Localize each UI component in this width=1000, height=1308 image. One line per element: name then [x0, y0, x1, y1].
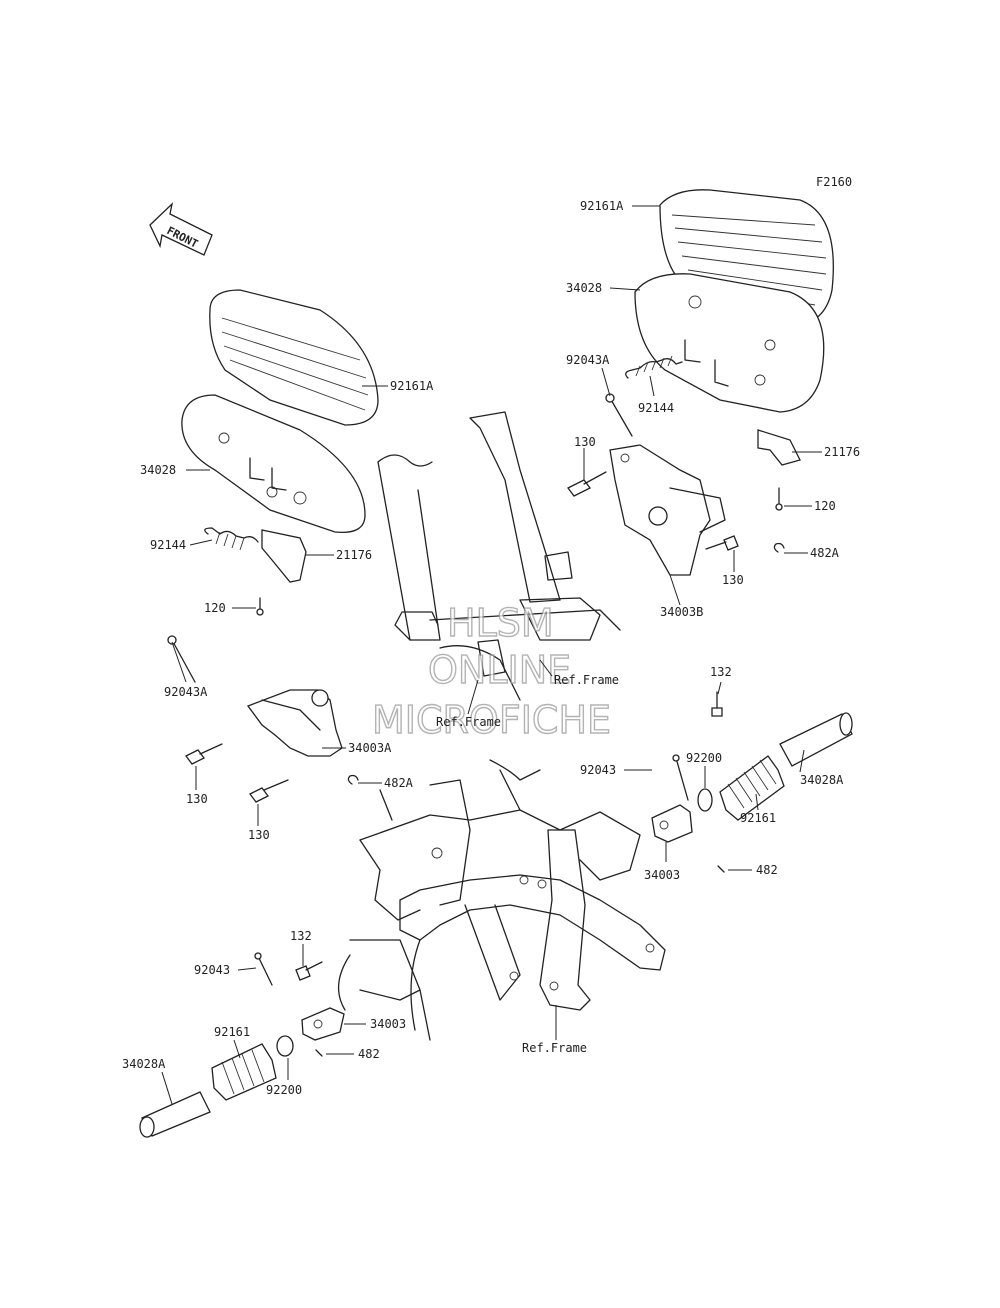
callout-92144-left: 92144 — [150, 538, 186, 552]
callout-92043-right: 92043 — [580, 763, 616, 777]
callout-34003A: 34003A — [348, 741, 392, 755]
right-spring-92144 — [625, 355, 683, 379]
left-floorboard-pad[interactable] — [209, 289, 379, 426]
callout-482-right: 482 — [756, 863, 778, 877]
left-floorboard[interactable] — [181, 394, 366, 534]
right-pin-92043 — [672, 754, 689, 801]
callout-21176-right: 21176 — [824, 445, 860, 459]
callout-130-right-upper: 130 — [574, 435, 596, 449]
left-footpeg-cover-34028A[interactable] — [139, 1091, 211, 1138]
callout-92043A-right: 92043A — [566, 353, 610, 367]
right-washer-92200 — [697, 788, 713, 812]
main-frame — [338, 759, 666, 1041]
right-floorboard[interactable] — [634, 273, 825, 413]
left-clip-482 — [315, 1049, 323, 1057]
right-footpeg-rubber-92161[interactable] — [719, 755, 785, 821]
left-footpeg-bracket-34003 — [301, 1007, 345, 1041]
right-bracket-21176 — [757, 429, 801, 466]
callout-482A-right: 482A — [810, 546, 840, 560]
left-bracket-21176 — [261, 529, 307, 583]
ref-frame-label-center: Ref.Frame — [436, 715, 501, 729]
callout-482-left: 482 — [358, 1047, 380, 1061]
callout-130-left-lower: 130 — [248, 828, 270, 842]
callout-34028-left: 34028 — [140, 463, 176, 477]
left-bolt-132 — [295, 961, 323, 981]
right-footpeg-bracket-34003 — [651, 804, 693, 843]
callout-130-right-lower: 130 — [722, 573, 744, 587]
left-pin-92043A — [167, 635, 196, 683]
callout-92043-left: 92043 — [194, 963, 230, 977]
callout-130-left-upper: 130 — [186, 792, 208, 806]
callout-34003-right: 34003 — [644, 868, 680, 882]
left-bolt-120 — [256, 597, 264, 616]
right-footpeg-cover-34028A[interactable] — [779, 712, 853, 767]
front-arrow-icon: FRONT — [149, 202, 213, 256]
callout-34028A-right: 34028A — [800, 773, 844, 787]
watermark-line-2: ONLINE — [428, 648, 571, 692]
watermark-line-1: HLSM — [447, 601, 554, 645]
right-bolt-120 — [775, 487, 783, 511]
callout-92161-right: 92161 — [740, 811, 776, 825]
figure-code: F2160 — [816, 175, 852, 189]
right-clip-482A — [773, 542, 785, 553]
callout-120-left: 120 — [204, 601, 226, 615]
ref-frame-label-lower: Ref.Frame — [522, 1041, 587, 1055]
left-clip-482A — [347, 774, 359, 785]
left-pin-92043 — [254, 952, 273, 986]
watermark: HLSM ONLINE MICROFICHE — [371, 600, 611, 742]
callout-34028-right: 34028 — [566, 281, 602, 295]
callout-92161-left: 92161 — [214, 1025, 250, 1039]
callout-92144-right: 92144 — [638, 401, 674, 415]
callout-92043A-left: 92043A — [164, 685, 208, 699]
right-bolt-130-upper — [567, 471, 607, 497]
left-footpeg-rubber-92161[interactable] — [211, 1043, 277, 1101]
left-bolt-130-lower — [249, 779, 289, 803]
right-pin-92043A — [605, 393, 633, 437]
right-bolt-132 — [711, 691, 723, 717]
left-bracket-34003A — [246, 689, 343, 757]
left-bolt-130-upper — [185, 743, 223, 765]
left-washer-92200 — [276, 1035, 294, 1057]
right-bolt-130-lower — [705, 535, 739, 551]
callout-92200-right: 92200 — [686, 751, 722, 765]
callout-92161A-right: 92161A — [580, 199, 624, 213]
callout-120-right: 120 — [814, 499, 836, 513]
callout-34003B: 34003B — [660, 605, 703, 619]
callout-34028A-left: 34028A — [122, 1057, 166, 1071]
frame-section-upper — [377, 411, 621, 701]
callout-21176-left: 21176 — [336, 548, 372, 562]
callout-482A-left: 482A — [384, 776, 414, 790]
callout-92161A-left: 92161A — [390, 379, 434, 393]
ref-frame-label-upper: Ref.Frame — [554, 673, 619, 687]
right-bracket-34003B — [609, 444, 726, 576]
callout-132-left: 132 — [290, 929, 312, 943]
right-clip-482 — [717, 865, 725, 873]
callout-92200-left: 92200 — [266, 1083, 302, 1097]
callout-132-right: 132 — [710, 665, 732, 679]
callout-34003-left: 34003 — [370, 1017, 406, 1031]
left-spring-92144 — [204, 527, 259, 551]
watermark-line-3: MICROFICHE — [372, 698, 611, 742]
